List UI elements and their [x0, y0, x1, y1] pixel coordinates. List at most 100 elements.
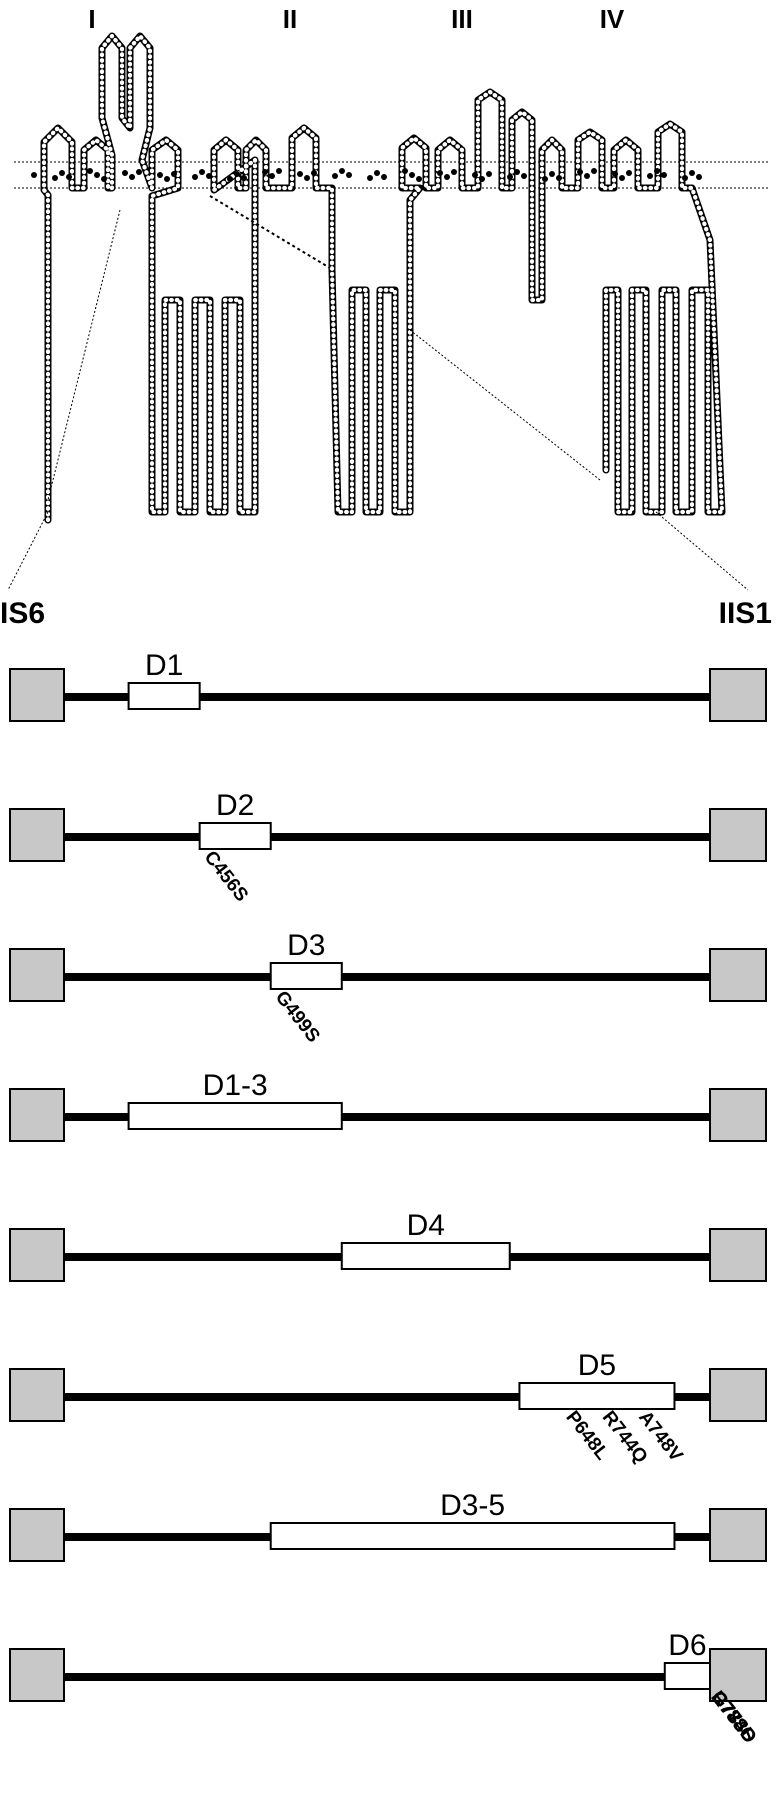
construct-label: D4	[407, 1209, 445, 1242]
domain-labels: I II III IV	[88, 4, 625, 34]
label-is6: IS6	[0, 597, 45, 630]
construct-row-d1-3: D1-3	[9, 1069, 767, 1142]
transmembrane-residue	[409, 172, 415, 178]
transmembrane-residue	[346, 172, 352, 178]
chain-beads	[41, 33, 725, 523]
right-terminal-box	[709, 1508, 767, 1562]
construct-row-d3-5: D3-5	[9, 1489, 767, 1562]
transmembrane-residue	[514, 169, 520, 175]
transmembrane-residue	[416, 176, 422, 182]
right-terminal-box	[709, 1368, 767, 1422]
transmembrane-residue	[297, 171, 303, 177]
deleted-region-box	[198, 822, 272, 850]
right-terminal-box	[709, 1088, 767, 1142]
transmembrane-residue	[374, 170, 380, 176]
transmembrane-residue	[206, 173, 212, 179]
transmembrane-residue	[276, 168, 282, 174]
transmembrane-residue	[136, 169, 142, 175]
transmembrane-residue	[521, 173, 527, 179]
construct-label: D1-3	[203, 1069, 268, 1102]
transmembrane-residue	[626, 170, 632, 176]
construct-label: D1	[145, 649, 183, 682]
transmembrane-residue	[549, 171, 555, 177]
transmembrane-residue	[696, 174, 702, 180]
transmembrane-residue	[227, 176, 233, 182]
dashed-connector	[409, 329, 601, 481]
mutation-label: G499S	[271, 987, 324, 1047]
construct-label: D5	[578, 1349, 616, 1382]
construct-label: D2	[216, 789, 254, 822]
deleted-region-box	[127, 682, 201, 710]
right-terminal-box	[709, 1228, 767, 1282]
construct-label: D6	[668, 1629, 706, 1662]
transmembrane-residue	[339, 168, 345, 174]
dashed-connector	[209, 195, 331, 269]
transmembrane-residue	[129, 174, 135, 180]
zoom-lines	[7, 511, 749, 591]
right-terminal-box	[709, 808, 767, 862]
transmembrane-residue	[661, 172, 667, 178]
transmembrane-residue	[619, 175, 625, 181]
transmembrane-residue	[269, 173, 275, 179]
transmembrane-residue	[241, 175, 247, 181]
construct-label: D3	[287, 929, 325, 962]
deleted-region-box	[663, 1662, 712, 1690]
transmembrane-residue	[234, 171, 240, 177]
transmembrane-residue	[682, 175, 688, 181]
transmembrane-residue	[101, 176, 107, 182]
dashed-connector	[47, 209, 121, 501]
transmembrane-residue	[192, 174, 198, 180]
construct-row-d1: D1	[9, 649, 767, 722]
transmembrane-residue	[556, 175, 562, 181]
construct-rows: D1D2C456SD3G499SD1-3D4D5P648LR744QA748VD…	[9, 649, 767, 1748]
construct-label: D3-5	[440, 1489, 505, 1522]
left-terminal-box	[9, 1648, 65, 1702]
transmembrane-residue	[171, 171, 177, 177]
transmembrane-residue	[437, 170, 443, 176]
left-terminal-box	[9, 1508, 65, 1562]
transmembrane-residue	[577, 169, 583, 175]
transmembrane-residue	[311, 170, 317, 176]
transmembrane-residue	[647, 173, 653, 179]
transmembrane-residue	[486, 171, 492, 177]
transmembrane-residue	[402, 168, 408, 174]
transmembrane-residue	[94, 172, 100, 178]
transmembrane-residue	[507, 174, 513, 180]
transmembrane-residue	[451, 169, 457, 175]
left-terminal-box	[9, 1088, 65, 1142]
transmembrane-residue	[612, 171, 618, 177]
transmembrane-residue	[332, 173, 338, 179]
right-terminal-box	[709, 1648, 767, 1702]
right-terminal-box	[709, 668, 767, 722]
left-terminal-box	[9, 808, 65, 862]
left-terminal-box	[9, 1228, 65, 1282]
polypeptide-chain	[31, 32, 726, 524]
zoom-line-left	[7, 511, 49, 591]
deleted-region-box	[269, 1522, 676, 1550]
left-terminal-box	[9, 668, 65, 722]
right-terminal-box	[709, 948, 767, 1002]
transmembrane-residue	[31, 172, 37, 178]
deleted-region-box	[127, 1102, 343, 1130]
construct-row-d4: D4	[9, 1209, 767, 1282]
transmembrane-residue	[381, 174, 387, 180]
transmembrane-residue	[199, 169, 205, 175]
transmembrane-residue	[87, 168, 93, 174]
deleted-region-box	[269, 962, 343, 990]
transmembrane-residue	[584, 173, 590, 179]
zoom-line-right	[655, 511, 749, 591]
mutation-label: C456S	[200, 847, 252, 906]
transmembrane-residue	[367, 175, 373, 181]
transmembrane-residue	[157, 172, 163, 178]
transmembrane-residue	[472, 172, 478, 178]
transmembrane-residue	[591, 168, 597, 174]
transmembrane-residue	[122, 170, 128, 176]
deleted-region-box	[518, 1382, 676, 1410]
transmembrane-residue	[444, 174, 450, 180]
transmembrane-residue	[59, 170, 65, 176]
left-terminal-box	[9, 1368, 65, 1422]
